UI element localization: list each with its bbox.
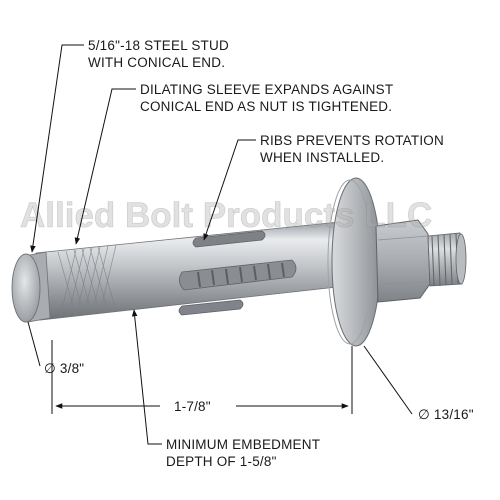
sleeve-callout-line2: CONICAL END AS NUT IS TIGHTENED. xyxy=(140,99,392,114)
embedment-callout-line2: DEPTH OF 1-5/8" xyxy=(166,454,277,469)
sleeve-rib-slot xyxy=(179,259,297,291)
rib-grooves xyxy=(197,262,285,288)
stud-end-face xyxy=(11,253,41,323)
knurled-zone xyxy=(57,244,117,319)
sleeve-slot-upper xyxy=(192,230,266,248)
thread-end-face xyxy=(455,233,467,285)
diameter-label: ∅ 3/8" xyxy=(44,361,84,376)
ribs-callout-line1: RIBS PREVENTS ROTATION xyxy=(260,133,444,148)
sleeve-anchor-illustration xyxy=(11,177,467,347)
leader-lines xyxy=(27,44,413,445)
stud-callout-line1: 5/16"-18 STEEL STUD xyxy=(88,38,229,53)
stud-callout-line2: WITH CONICAL END. xyxy=(88,55,225,70)
watermark: Allied Bolt Products LLC xyxy=(20,196,432,235)
length-label: 1-7/8" xyxy=(174,399,211,414)
embedment-callout-line1: MINIMUM EMBEDMENT xyxy=(166,437,320,452)
washer-edge xyxy=(327,179,373,345)
ribs-callout-line2: WHEN INSTALLED. xyxy=(260,150,384,165)
washer-diameter-label: ∅ 13/16" xyxy=(418,407,474,422)
sleeve-slot-lower xyxy=(178,299,244,316)
sleeve-callout-line1: DILATING SLEEVE EXPANDS AGAINST xyxy=(140,82,393,97)
